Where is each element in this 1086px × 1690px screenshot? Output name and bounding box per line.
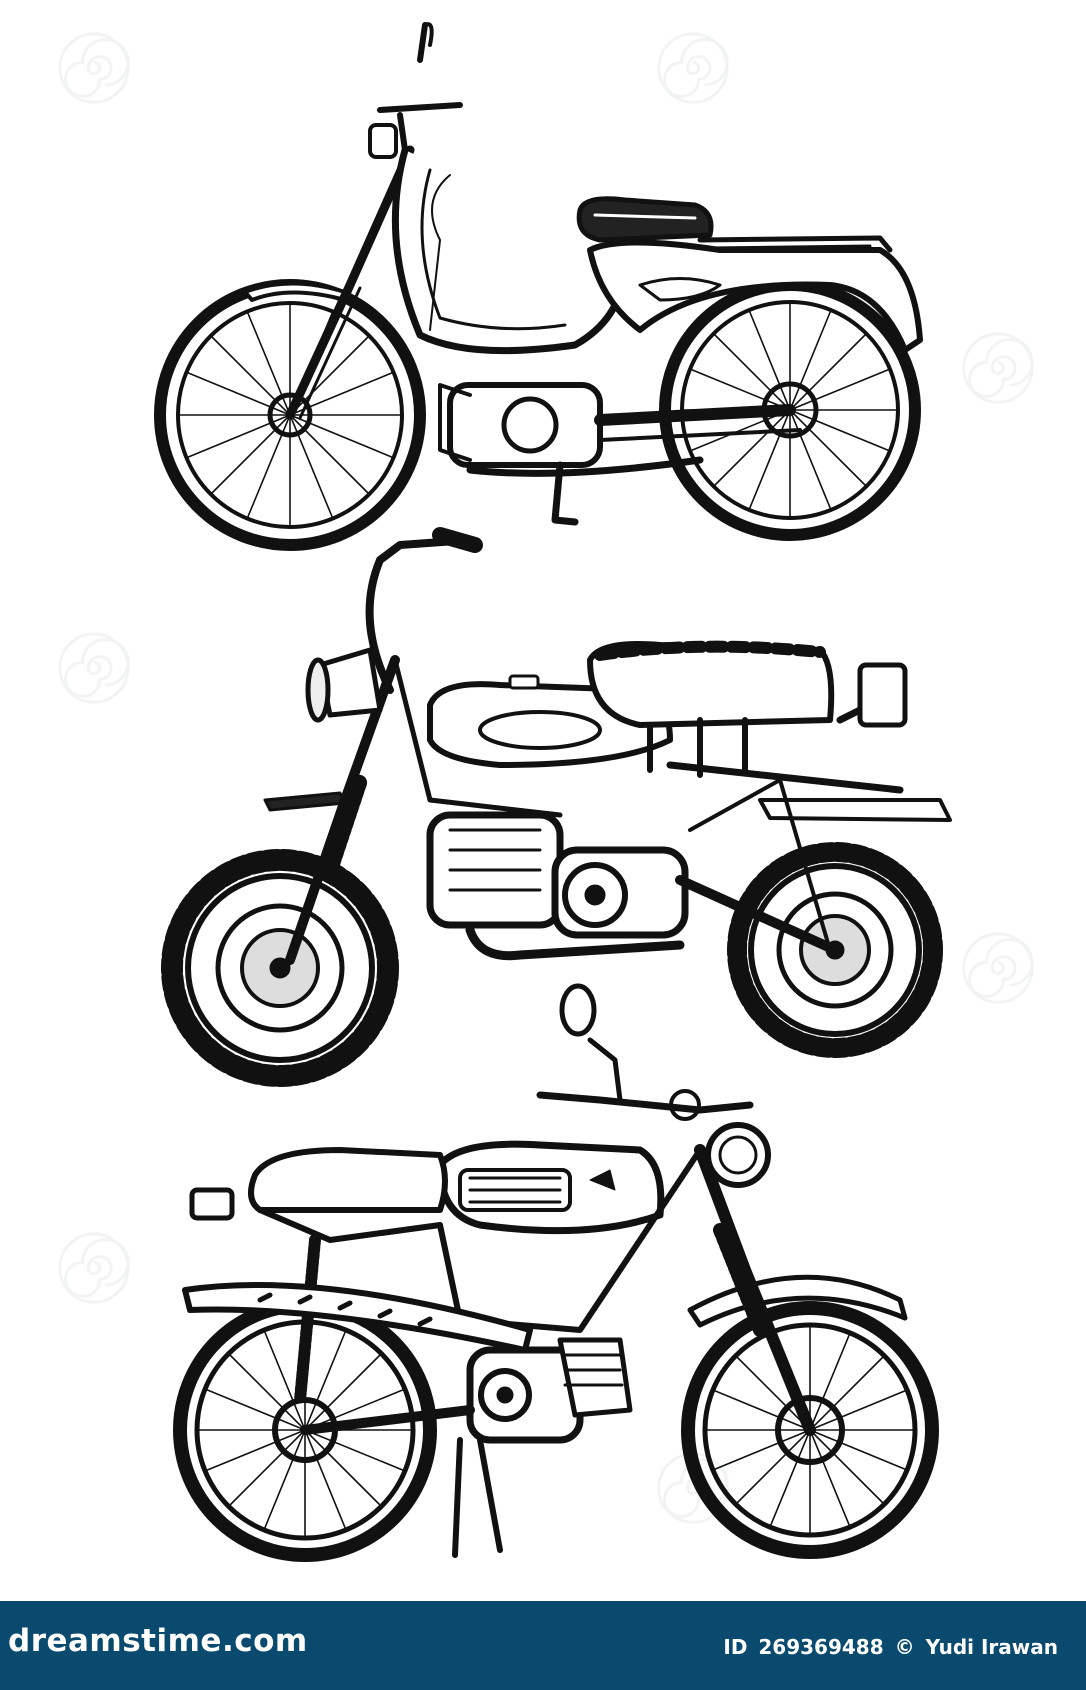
front-wheel <box>161 849 399 1087</box>
spiral-watermark-icon <box>58 632 130 704</box>
minibike-icon <box>161 527 952 1087</box>
image-credit: ID 269369488 © Yudi Irawan <box>723 1635 1062 1659</box>
id-label: ID <box>723 1635 748 1659</box>
illustration-canvas <box>58 22 1034 1562</box>
spiral-watermark-icon <box>58 32 130 104</box>
engine <box>426 811 689 961</box>
spiral-watermark-icon <box>58 1232 130 1304</box>
classic-motorcycle-icon <box>173 983 939 1562</box>
moped-scooter-icon <box>154 22 923 551</box>
copyright-symbol: © <box>894 1635 915 1659</box>
image-id: 269369488 <box>758 1635 884 1659</box>
author-name[interactable]: Yudi Irawan <box>925 1635 1058 1659</box>
stock-footer-bar: dreamstime.com ID 269369488 © Yudi Irawa… <box>0 1601 1086 1690</box>
spiral-watermark-icon <box>962 932 1034 1004</box>
spiral-watermark-icon <box>657 32 729 104</box>
brand-wordmark[interactable]: dreamstime.com <box>8 1623 308 1659</box>
engine <box>466 1337 633 1444</box>
spiral-watermark-icon <box>962 332 1034 404</box>
motorcycles-artwork <box>154 22 952 1562</box>
